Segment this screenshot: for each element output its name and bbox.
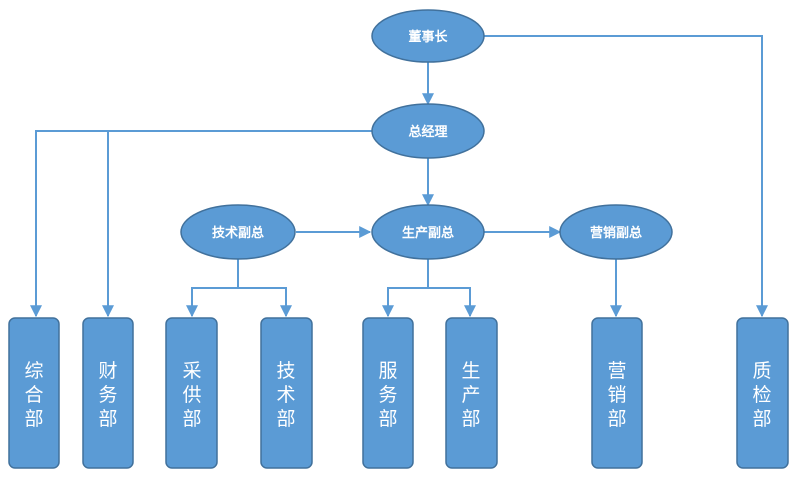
- dept-finance-char-3: 部: [98, 408, 117, 430]
- dept-technology: 技 术 部: [260, 317, 313, 469]
- dept-finance-char-1: 财: [98, 360, 117, 382]
- node-chairman: 董事长: [371, 9, 485, 63]
- dept-finance: 财 务 部: [82, 317, 134, 469]
- vp-production-label: 生产副总: [402, 225, 454, 241]
- dept-procurement-char-1: 采: [182, 360, 201, 382]
- dept-service-char-2: 务: [378, 384, 397, 406]
- dept-technology-char-1: 技: [276, 360, 295, 382]
- dept-procurement: 采 供 部: [165, 317, 218, 469]
- connector-gm-finance: [102, 130, 374, 318]
- general-manager-label: 总经理: [408, 124, 447, 140]
- dept-technology-char-3: 部: [276, 408, 295, 430]
- connector-chairman-quality: [484, 35, 768, 318]
- connector-vpprod-branch-2: [428, 287, 476, 318]
- connectors: [30, 35, 768, 318]
- connector-vptech-branch-2: [238, 287, 292, 318]
- connector-vptech-branch: [186, 258, 239, 318]
- dept-marketing-char-2: 销: [607, 384, 626, 406]
- node-general-manager: 总经理: [371, 103, 485, 159]
- dept-procurement-char-3: 部: [182, 408, 201, 430]
- dept-service-char-1: 服: [378, 360, 397, 382]
- node-vp-marketing: 营销副总: [559, 204, 673, 260]
- dept-procurement-char-2: 供: [182, 384, 201, 406]
- dept-finance-char-2: 务: [98, 384, 117, 406]
- dept-production-char-3: 部: [461, 408, 480, 430]
- dept-quality-char-3: 部: [752, 408, 771, 430]
- dept-quality-char-2: 检: [752, 384, 771, 406]
- dept-marketing-char-3: 部: [607, 408, 626, 430]
- dept-production-char-2: 产: [461, 384, 480, 406]
- dept-marketing-char-1: 营: [607, 360, 626, 382]
- vp-technology-label: 技术副总: [212, 225, 264, 241]
- dept-technology-char-2: 术: [276, 384, 295, 406]
- dept-general-affairs: 综 合 部: [8, 317, 60, 469]
- node-vp-technology: 技术副总: [180, 204, 296, 260]
- dept-general-affairs-char-2: 合: [24, 384, 43, 406]
- dept-marketing: 营 销 部: [591, 317, 643, 469]
- node-vp-production: 生产副总: [371, 204, 485, 260]
- connector-vpprod-branch: [382, 258, 429, 318]
- dept-production-char-1: 生: [461, 360, 480, 382]
- dept-quality-char-1: 质: [752, 360, 771, 382]
- dept-quality: 质 检 部: [736, 317, 789, 469]
- dept-production: 生 产 部: [445, 317, 498, 469]
- dept-service: 服 务 部: [362, 317, 414, 469]
- dept-general-affairs-char-3: 部: [24, 408, 43, 430]
- chairman-label: 董事长: [408, 29, 448, 45]
- dept-general-affairs-char-1: 综: [24, 360, 43, 382]
- vp-marketing-label: 营销副总: [590, 225, 642, 241]
- dept-service-char-3: 部: [378, 408, 397, 430]
